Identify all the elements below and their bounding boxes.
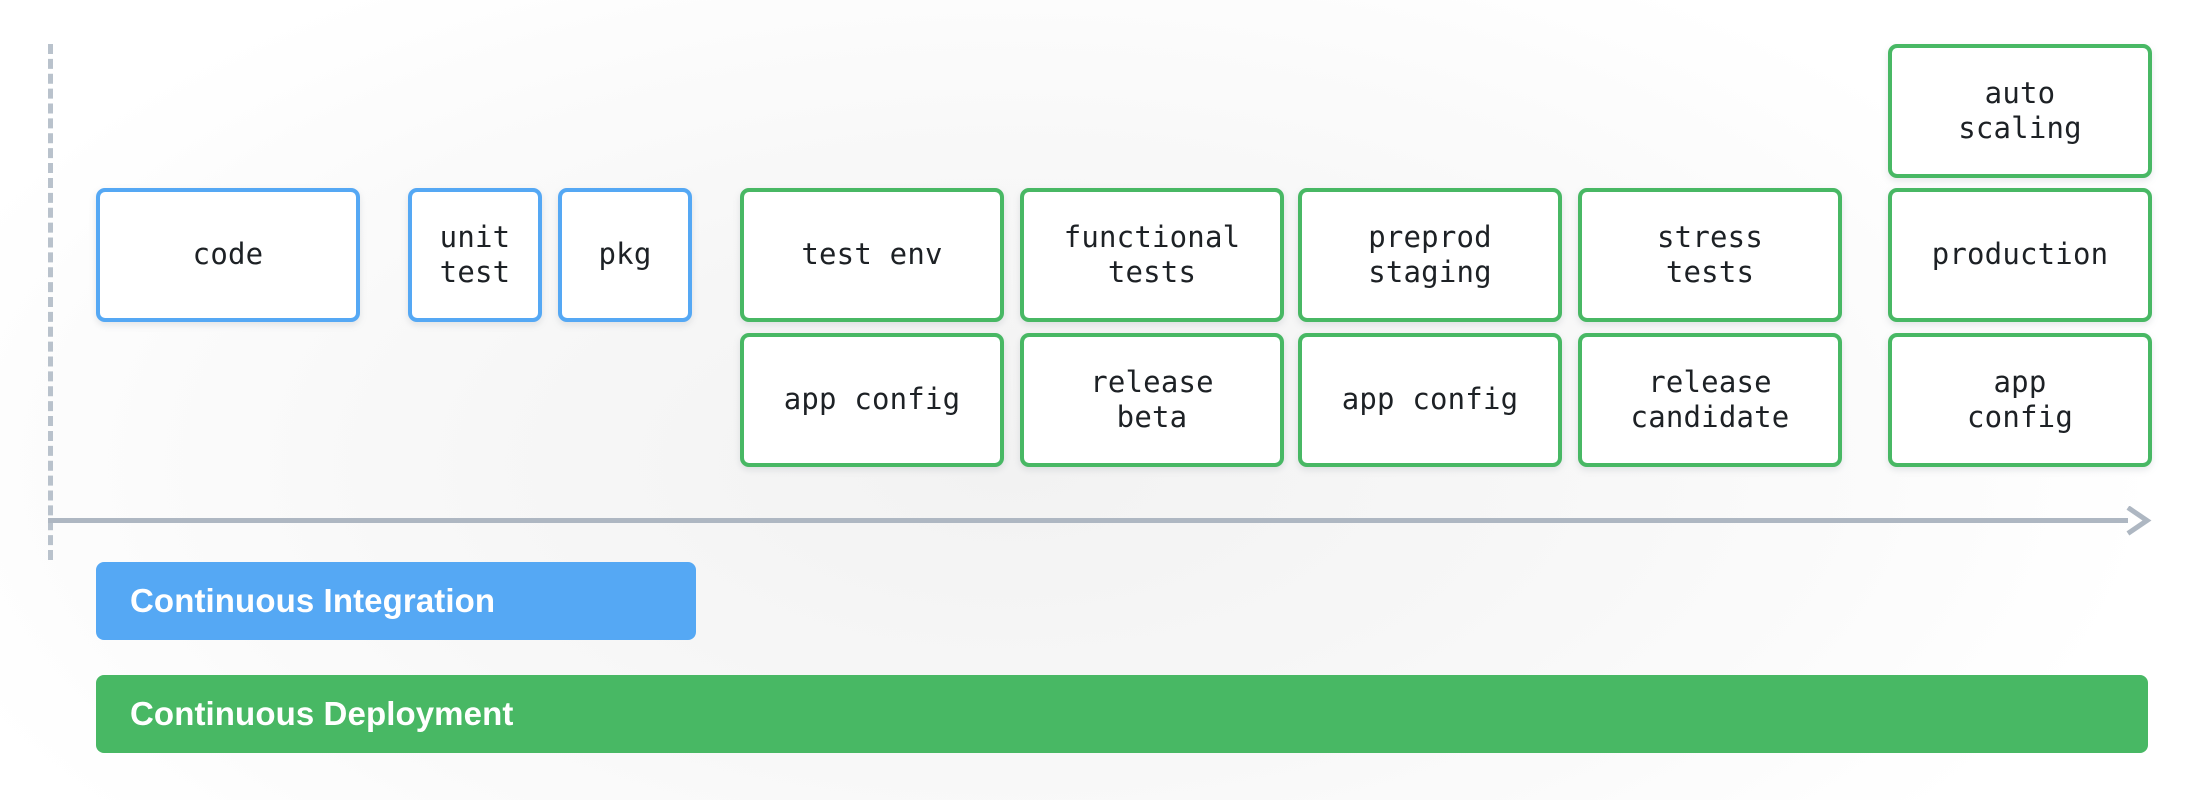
stage-box-functional-tests[interactable]: functional tests xyxy=(1020,188,1284,322)
pipeline-timeline-arrow xyxy=(48,506,2152,540)
stage-box-app-config-pre[interactable]: app config xyxy=(1298,333,1562,467)
stage-box-production[interactable]: production xyxy=(1888,188,2152,322)
stage-box-test-env[interactable]: test env xyxy=(740,188,1004,322)
stage-box-app-config-prod[interactable]: app config xyxy=(1888,333,2152,467)
stage-box-app-config-test[interactable]: app config xyxy=(740,333,1004,467)
pipeline-start-guide-line xyxy=(48,44,53,560)
stage-box-stress-tests[interactable]: stress tests xyxy=(1578,188,1842,322)
stage-box-auto-scaling[interactable]: auto scaling xyxy=(1888,44,2152,178)
stage-box-unit-test[interactable]: unit test xyxy=(408,188,542,322)
phase-bar-continuous-deployment[interactable]: Continuous Deployment xyxy=(96,675,2148,753)
timeline-axis-line xyxy=(48,518,2128,523)
stage-box-release-candidate[interactable]: release candidate xyxy=(1578,333,1842,467)
stage-box-code[interactable]: code xyxy=(96,188,360,322)
arrow-head-icon xyxy=(2126,506,2152,536)
stage-box-pkg[interactable]: pkg xyxy=(558,188,692,322)
stage-box-release-beta[interactable]: release beta xyxy=(1020,333,1284,467)
phase-bar-continuous-integration[interactable]: Continuous Integration xyxy=(96,562,696,640)
stage-box-preprod-staging[interactable]: preprod staging xyxy=(1298,188,1562,322)
